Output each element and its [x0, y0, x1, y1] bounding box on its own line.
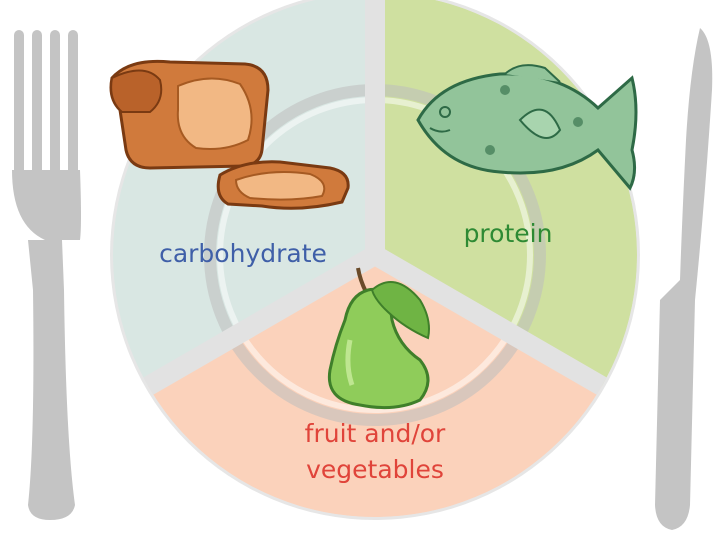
fruit-veg-label-line1: fruit and/or	[305, 419, 446, 448]
knife-icon	[655, 28, 712, 530]
protein-label: protein	[464, 219, 553, 248]
carbohydrate-label: carbohydrate	[159, 239, 327, 268]
fruit-veg-label-line2: vegetables	[306, 455, 444, 484]
fork-icon	[12, 30, 81, 520]
